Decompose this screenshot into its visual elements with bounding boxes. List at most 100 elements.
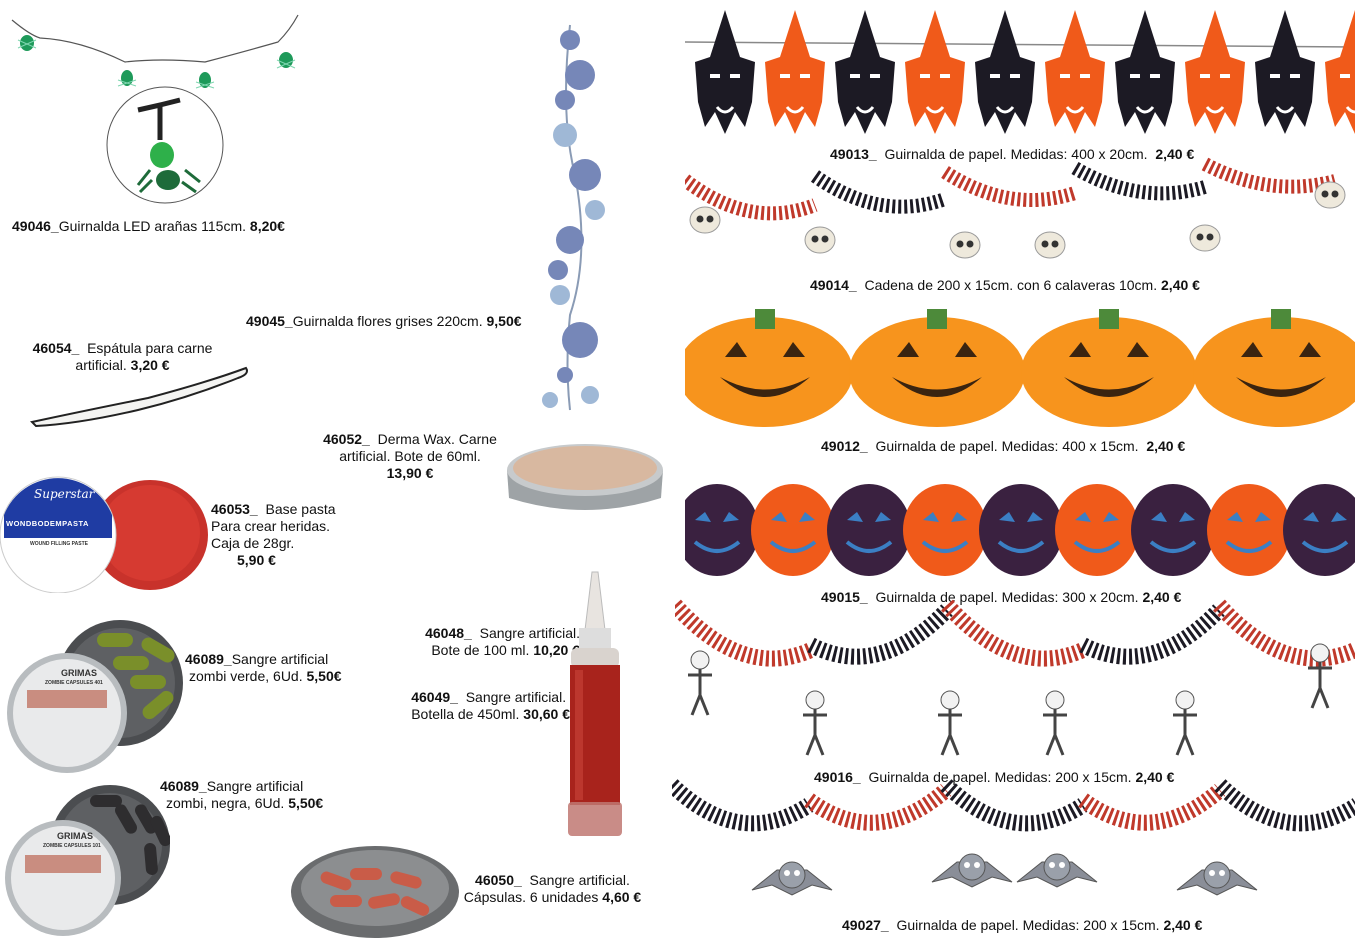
round-pumpkin-shape [1055, 484, 1139, 576]
product-code: 46089_ [185, 651, 232, 667]
caption-46089-black: 46089_Sangre artificial zombi, negra, 6U… [160, 778, 323, 812]
pumpkin-paper-garland-image [685, 307, 1355, 430]
product-desc: artificial. [75, 357, 127, 373]
product-desc: Derma Wax. Carne [377, 431, 497, 447]
product-desc: Guirnalda de papel. Medidas: 200 x 15cm. [868, 769, 1132, 785]
round-pumpkin-shape [1207, 484, 1291, 576]
product-code: 46054_ [32, 340, 80, 356]
skeleton-shape [803, 690, 827, 756]
product-code: 49012_ [821, 438, 868, 454]
zombie-black-title: ZOMBIE CAPSULES 101 [43, 843, 101, 849]
product-price: 2,40 € [1163, 917, 1203, 933]
caption-49045: 49045_Guirnalda flores grises 220cm. 9,5… [246, 313, 522, 330]
product-price: 5,50€ [306, 668, 342, 684]
product-code: 49046_ [12, 218, 59, 234]
caption-46089-green: 46089_Sangre artificial zombi verde, 6Ud… [185, 651, 342, 685]
product-desc: Guirnalda de papel. Medidas: 400 x 20cm. [884, 146, 1148, 162]
round-pumpkin-shape [903, 484, 987, 576]
skeleton-shape [1043, 690, 1067, 756]
derma-wax-jar-image [505, 440, 665, 520]
witch-shape [905, 10, 965, 134]
skeleton-chain-image [675, 590, 1355, 765]
wound-paste-title: WONDBODEMPASTA [6, 519, 89, 528]
product-desc: zombi verde, 6Ud. [189, 668, 303, 684]
skull-chain-image [685, 150, 1355, 270]
product-price: 3,20 € [130, 357, 170, 373]
skeleton-shape [938, 690, 962, 756]
product-code: 49016_ [814, 769, 861, 785]
wound-paste-image: Superstar WONDBODEMPASTA WOUND FILLING P… [0, 475, 208, 593]
product-code: 49013_ [830, 146, 877, 162]
product-price: 2,40 € [1155, 146, 1195, 162]
product-desc: Sangre artificial. [465, 689, 567, 705]
pumpkin-purple-garland-image [685, 480, 1355, 580]
caption-49016: 49016_ Guirnalda de papel. Medidas: 200 … [814, 769, 1174, 786]
bat-shape [1176, 861, 1258, 896]
product-desc: Cadena de 200 x 15cm. con 6 calaveras 10… [864, 277, 1158, 293]
round-pumpkin-shape [751, 484, 835, 576]
round-pumpkin-shape [685, 484, 759, 576]
product-desc: Guirnalda de papel. Medidas: 300 x 20cm. [875, 589, 1139, 605]
caption-46053: 46053_ Base pasta Para crear heridas. Ca… [211, 501, 336, 569]
caption-49046: 49046_Guirnalda LED arañas 115cm. 8,20€ [12, 218, 285, 235]
caption-49013: 49013_ Guirnalda de papel. Medidas: 400 … [830, 146, 1194, 163]
caption-46049: 46049_ Sangre artificial. Botella de 450… [385, 689, 570, 723]
product-desc: Caja de 28gr. [211, 535, 295, 551]
product-price: 13,90 € [386, 465, 434, 481]
blood-bottle-image [565, 570, 625, 840]
product-price: 2,40 € [1146, 438, 1186, 454]
witch-shape [1185, 10, 1245, 134]
product-price: 5,90 € [237, 552, 276, 568]
product-code: 46052_ [323, 431, 370, 447]
bat-shape [751, 861, 833, 896]
product-desc: Sangre artificial. [529, 872, 630, 888]
product-price: 5,50€ [288, 795, 324, 811]
caption-49012: 49012_ Guirnalda de papel. Medidas: 400 … [821, 438, 1185, 455]
skull-shape [804, 226, 836, 254]
caption-49014: 49014_ Cadena de 200 x 15cm. con 6 calav… [810, 277, 1200, 294]
product-desc: Guirnalda LED arañas 115cm. [58, 218, 247, 234]
pumpkin-shape [1193, 309, 1355, 427]
witch-shape [1045, 10, 1105, 134]
product-code: 46048_ [425, 625, 472, 641]
witch-shape [1255, 10, 1315, 134]
skull-shape [949, 231, 981, 259]
spider-led-garland-image [10, 10, 300, 205]
product-desc: Espátula para carne [87, 340, 213, 356]
product-price: 4,60 € [602, 889, 642, 905]
caption-46050: 46050_ Sangre artificial. Cápsulas. 6 un… [455, 872, 650, 906]
round-pumpkin-shape [827, 484, 911, 576]
product-desc: Bote de 100 ml. [431, 642, 530, 658]
witch-shape [1115, 10, 1175, 134]
bat-shape [1016, 853, 1098, 888]
product-desc: Guirnalda flores grises 220cm. [292, 313, 483, 329]
witch-shape [765, 10, 825, 134]
skeleton-shape [688, 650, 712, 716]
round-pumpkin-shape [979, 484, 1063, 576]
product-desc: Para crear heridas. [211, 518, 331, 534]
pumpkin-shape [1021, 309, 1197, 427]
product-desc: Botella de 450ml. [411, 706, 520, 722]
product-price: 30,60 € [523, 706, 570, 722]
pumpkin-shape [685, 309, 853, 427]
product-code: 49027_ [842, 917, 889, 933]
product-desc: Base pasta [265, 501, 336, 517]
skull-shape [689, 206, 721, 234]
blood-capsules-dish-image [290, 840, 460, 940]
product-code: 49045_ [246, 313, 293, 329]
product-price: 2,40 € [1142, 589, 1182, 605]
product-code: 46053_ [211, 501, 258, 517]
skull-shape [1189, 224, 1221, 252]
skull-shape [1314, 181, 1346, 209]
product-desc: Cápsulas. 6 unidades [463, 889, 599, 905]
round-pumpkin-shape [1131, 484, 1215, 576]
product-desc: artificial. Bote de 60ml. [339, 448, 481, 464]
product-desc: Guirnalda de papel. Medidas: 400 x 15cm. [875, 438, 1139, 454]
zombie-black-brand: GRIMAS [57, 831, 93, 841]
zombie-green-brand: GRIMAS [61, 668, 97, 678]
witch-shape [835, 10, 895, 134]
product-desc: zombi, negra, 6Ud. [166, 795, 285, 811]
pumpkin-shape [849, 309, 1025, 427]
product-code: 46049_ [411, 689, 458, 705]
witch-shape [975, 10, 1035, 134]
